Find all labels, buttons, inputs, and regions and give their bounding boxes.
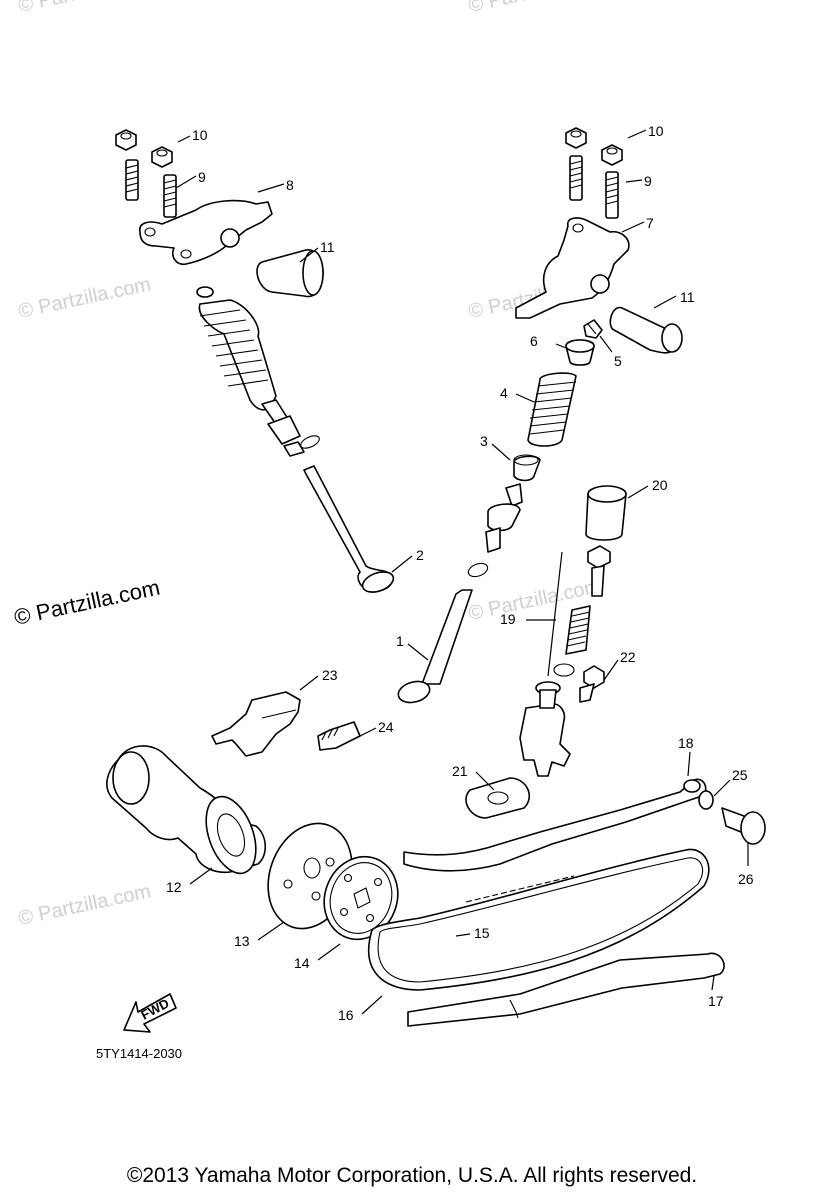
callout-3: 3 [480, 433, 488, 449]
valve-seal-right [467, 562, 489, 578]
callout-15: 15 [474, 925, 490, 941]
callout-11-right: 11 [680, 289, 695, 305]
callout-17: 17 [708, 993, 724, 1009]
callout-9-right: 9 [644, 173, 652, 189]
callout-5: 5 [614, 353, 622, 369]
callout-1: 1 [396, 633, 404, 649]
callout-6: 6 [530, 333, 538, 349]
part-25-o-ring [698, 790, 714, 810]
part-26-guide-bolt [721, 807, 766, 845]
part-23-decompression-lever [211, 691, 301, 757]
valve-seal-left [300, 435, 320, 449]
part-10-nut-left [115, 129, 137, 151]
callout-7: 7 [646, 215, 654, 231]
callout-8: 8 [286, 177, 294, 193]
callout-18: 18 [678, 735, 694, 751]
part-12-camshaft [106, 745, 267, 875]
part-4-valve-spring [527, 372, 577, 447]
part-9-adjuster-right-2 [605, 171, 619, 219]
part-9-adjuster-right [569, 155, 583, 201]
part-19-tensioner-bolt [587, 545, 611, 597]
part-17-chain-guide-lower [407, 952, 725, 1027]
part-19-tensioner-body [519, 681, 571, 777]
part-24-bolt [317, 721, 361, 751]
leader-lines [175, 129, 749, 1015]
part-19-tensioner-spring [565, 605, 591, 655]
callout-16: 16 [338, 1007, 354, 1023]
part-8-rocker-arm-exhaust [139, 199, 273, 266]
part-1-valve-intake [397, 589, 473, 704]
part-21-gasket [465, 777, 530, 819]
watermark: © Partzilla.com [16, 880, 152, 930]
callout-14: 14 [294, 955, 310, 971]
part-10-nut-left-2 [151, 146, 173, 168]
part-3-spring-seat [513, 454, 541, 482]
part-2-valve-exhaust [303, 465, 395, 593]
watermark: © Partzilla.com [16, 273, 152, 323]
callout-21: 21 [452, 763, 468, 779]
callout-10-right: 10 [648, 123, 664, 139]
part-5-valve-cotter [583, 319, 603, 339]
callout-11-left: 11 [320, 239, 335, 255]
part-9-adjuster-left [125, 159, 139, 201]
callout-23: 23 [322, 667, 338, 683]
callout-2: 2 [416, 547, 424, 563]
valve-stack-left [196, 286, 305, 457]
callout-20: 20 [652, 477, 668, 493]
part-18-chain-guide-upper [403, 778, 707, 872]
part-11-rocker-shaft-right [609, 306, 683, 354]
part-7-rocker-arm-intake [515, 217, 630, 319]
callout-19: 19 [500, 611, 516, 627]
part-10-nut-right-2 [601, 144, 623, 166]
diagram-code: 5TY1414-2030 [96, 1046, 182, 1061]
fwd-arrow-icon: FWD [123, 993, 177, 1033]
parts-diagram: © Partzilla.com © Partzilla.com © Partzi… [12, 0, 766, 1061]
part-19-tensioner-gasket [553, 663, 575, 677]
callout-13: 13 [234, 933, 250, 949]
callout-24: 24 [378, 719, 394, 735]
part-6-spring-retainer [565, 339, 595, 366]
part-22-bolt [579, 665, 605, 703]
watermark: © Partzilla.com [466, 0, 602, 17]
part-14-cam-sprocket [323, 855, 399, 941]
watermark-primary: © Partzilla.com [12, 575, 162, 630]
part-11-rocker-shaft-left [256, 249, 324, 298]
part-9-adjuster-left-2 [163, 174, 177, 218]
part-16-cam-chain [367, 848, 710, 991]
watermark: © Partzilla.com [16, 0, 152, 17]
callout-25: 25 [732, 767, 748, 783]
part-20-tensioner-cap [585, 485, 627, 541]
valve-guide-right [485, 483, 523, 553]
callout-4: 4 [500, 385, 508, 401]
callout-12: 12 [166, 879, 182, 895]
part-10-nut-right [565, 127, 587, 149]
callout-9-left: 9 [198, 169, 206, 185]
callout-22: 22 [620, 649, 636, 665]
callout-26: 26 [738, 871, 754, 887]
callout-10-left: 10 [192, 127, 208, 143]
callouts: 10 9 8 11 10 9 7 11 6 5 4 3 2 1 20 19 22… [166, 123, 754, 1023]
copyright-notice: ©2013 Yamaha Motor Corporation, U.S.A. A… [126, 1164, 698, 1187]
